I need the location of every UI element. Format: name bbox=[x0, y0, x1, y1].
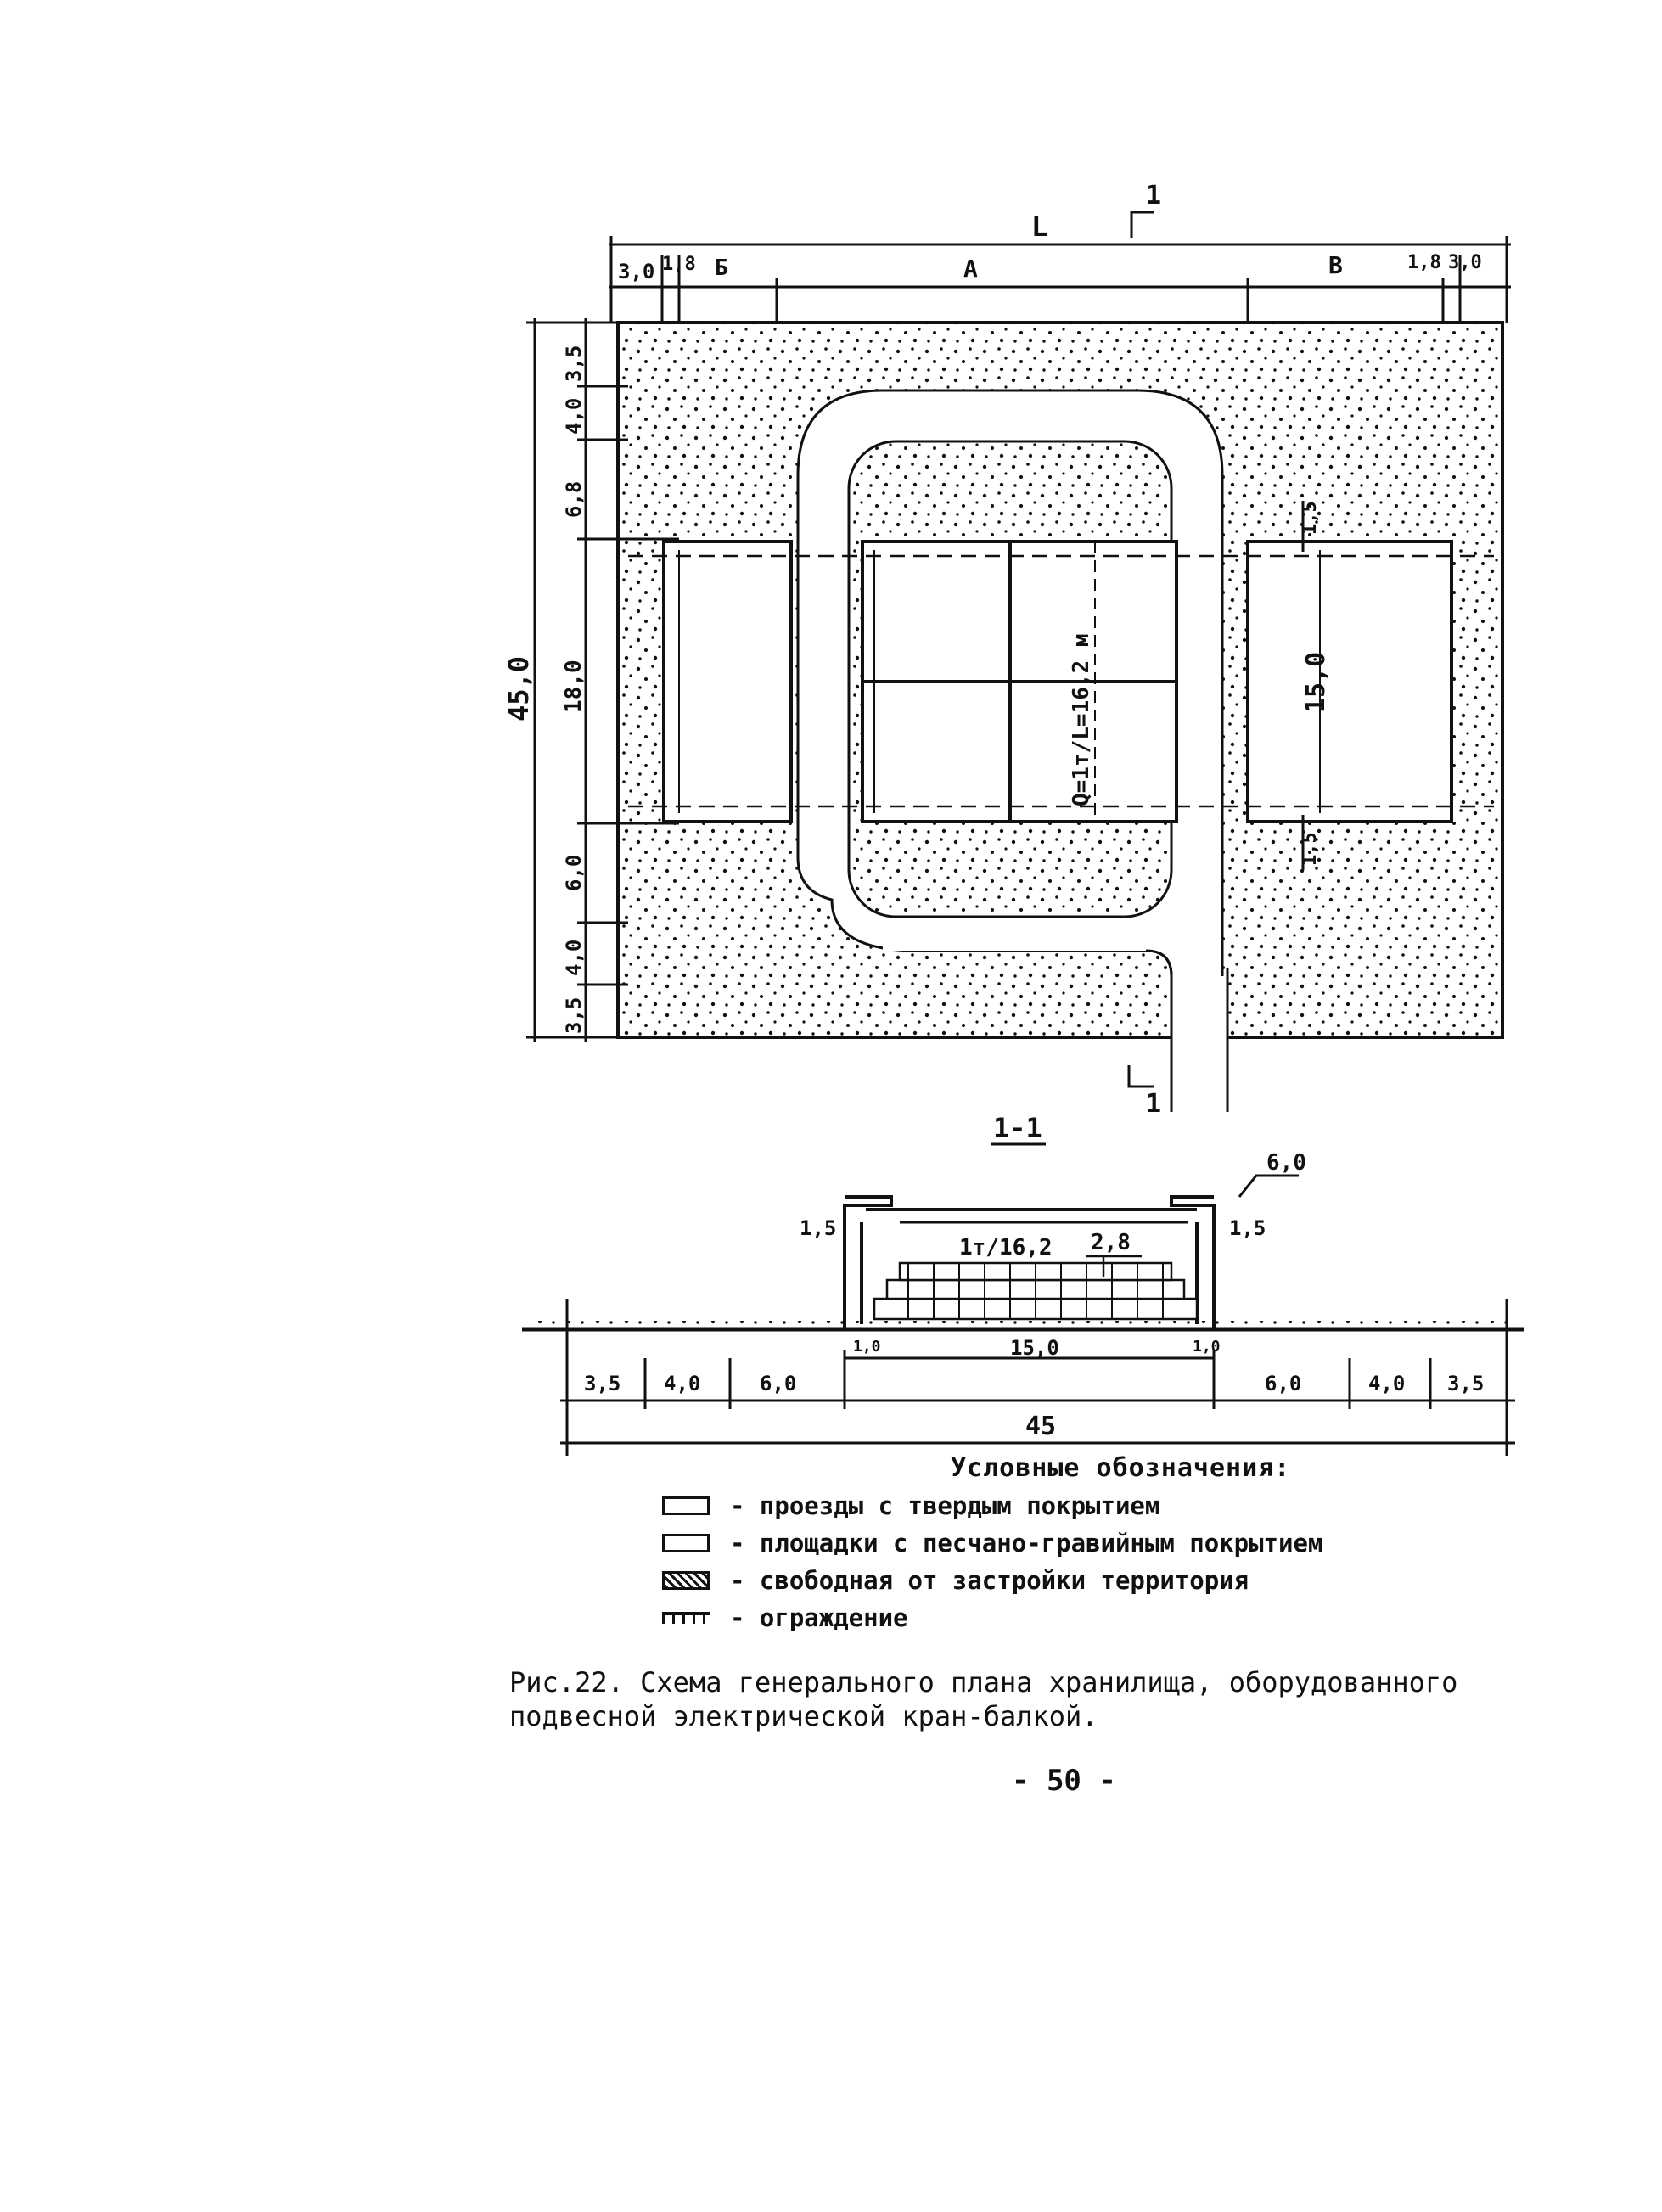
section-inner-left: 1,0 bbox=[853, 1338, 881, 1356]
section-overall: 45 bbox=[1025, 1412, 1056, 1441]
hatch-symbol-icon bbox=[662, 1571, 710, 1590]
offset-top-label: 1,5 bbox=[1300, 501, 1321, 535]
top-dim-0: 3,0 bbox=[618, 260, 654, 284]
bay-width-label: 15,0 bbox=[1301, 652, 1331, 713]
fence-symbol-icon bbox=[662, 1612, 710, 1624]
legend-item-pads: - площадки с песчано-гравийным покрытием bbox=[662, 1528, 1322, 1558]
overall-height-label: 45,0 bbox=[503, 656, 535, 721]
section-dim-2: 6,0 bbox=[760, 1372, 796, 1395]
section-dim-4: 4,0 bbox=[1368, 1372, 1405, 1395]
left-dim-4: 6,0 bbox=[562, 855, 586, 891]
left-dim-0: 3,5 bbox=[562, 345, 586, 382]
left-dim-3: 18,0 bbox=[561, 660, 587, 713]
storage-buildings bbox=[628, 540, 1494, 823]
left-dim-2: 6,8 bbox=[562, 481, 586, 518]
top-dim-6: 3,0 bbox=[1448, 252, 1482, 273]
legend-text: - площадки с песчано-гравийным покрытием bbox=[730, 1529, 1323, 1558]
legend-item-roads: - проезды с твердым покрытием bbox=[662, 1491, 1159, 1521]
section-mark-bottom: 1 bbox=[1146, 1089, 1161, 1119]
section-inner-right: 1,0 bbox=[1193, 1338, 1221, 1356]
left-dimension-lines bbox=[526, 318, 1305, 1088]
section-left-offset: 1,5 bbox=[800, 1216, 836, 1240]
legend-item-fence: - ограждение bbox=[662, 1603, 908, 1633]
section-dim-5: 3,5 bbox=[1447, 1372, 1484, 1395]
top-dim-3: А bbox=[963, 255, 978, 283]
road-symbol-icon bbox=[662, 1496, 710, 1515]
pad-symbol-icon bbox=[662, 1534, 710, 1552]
section-title: 1-1 bbox=[993, 1112, 1042, 1144]
page-number: - 50 - bbox=[1012, 1764, 1116, 1798]
legend-text: - проезды с твердым покрытием bbox=[730, 1491, 1160, 1520]
legend-text: - ограждение bbox=[730, 1603, 908, 1632]
offset-bottom-label: 1,5 bbox=[1300, 832, 1321, 866]
crane-capacity-label: Q=1т/L=16,2 м bbox=[1069, 634, 1094, 807]
section-drawing: 1-1 6 bbox=[522, 1112, 1524, 1456]
top-dim-1: 1,8 bbox=[662, 254, 696, 275]
top-dim-4: В bbox=[1328, 251, 1343, 279]
section-crane-label: 1т/16,2 bbox=[959, 1235, 1053, 1260]
left-dim-5: 4,0 bbox=[562, 940, 586, 976]
caption-line-2: подвесной электрической кран-балкой. bbox=[509, 1700, 1098, 1732]
top-dim-5: 1,8 bbox=[1407, 252, 1441, 273]
legend-text: - свободная от застройки территория bbox=[730, 1566, 1249, 1595]
left-dim-6: 3,5 bbox=[562, 997, 586, 1034]
legend-item-free-area: - свободная от застройки территория bbox=[662, 1565, 1249, 1596]
section-dim-1: 4,0 bbox=[664, 1372, 700, 1395]
top-dimension-lines bbox=[609, 211, 1511, 323]
section-dim-3: 6,0 bbox=[1265, 1372, 1301, 1395]
section-span: 15,0 bbox=[1010, 1336, 1059, 1360]
section-mark-top: 1 bbox=[1146, 181, 1161, 211]
section-dim-0: 3,5 bbox=[584, 1372, 620, 1395]
section-height: 6,0 bbox=[1266, 1150, 1306, 1176]
dim-label-L: L bbox=[1031, 211, 1047, 243]
top-dim-2: Б bbox=[715, 255, 728, 281]
section-stack-height: 2,8 bbox=[1091, 1230, 1131, 1255]
left-dim-1: 4,0 bbox=[562, 398, 586, 435]
figure-caption: Рис.22. Схема генерального плана хранили… bbox=[509, 1665, 1457, 1733]
legend-title: Условные обозначения: bbox=[951, 1453, 1291, 1483]
section-right-offset: 1,5 bbox=[1229, 1216, 1266, 1240]
caption-line-1: Рис.22. Схема генерального плана хранили… bbox=[509, 1666, 1458, 1698]
